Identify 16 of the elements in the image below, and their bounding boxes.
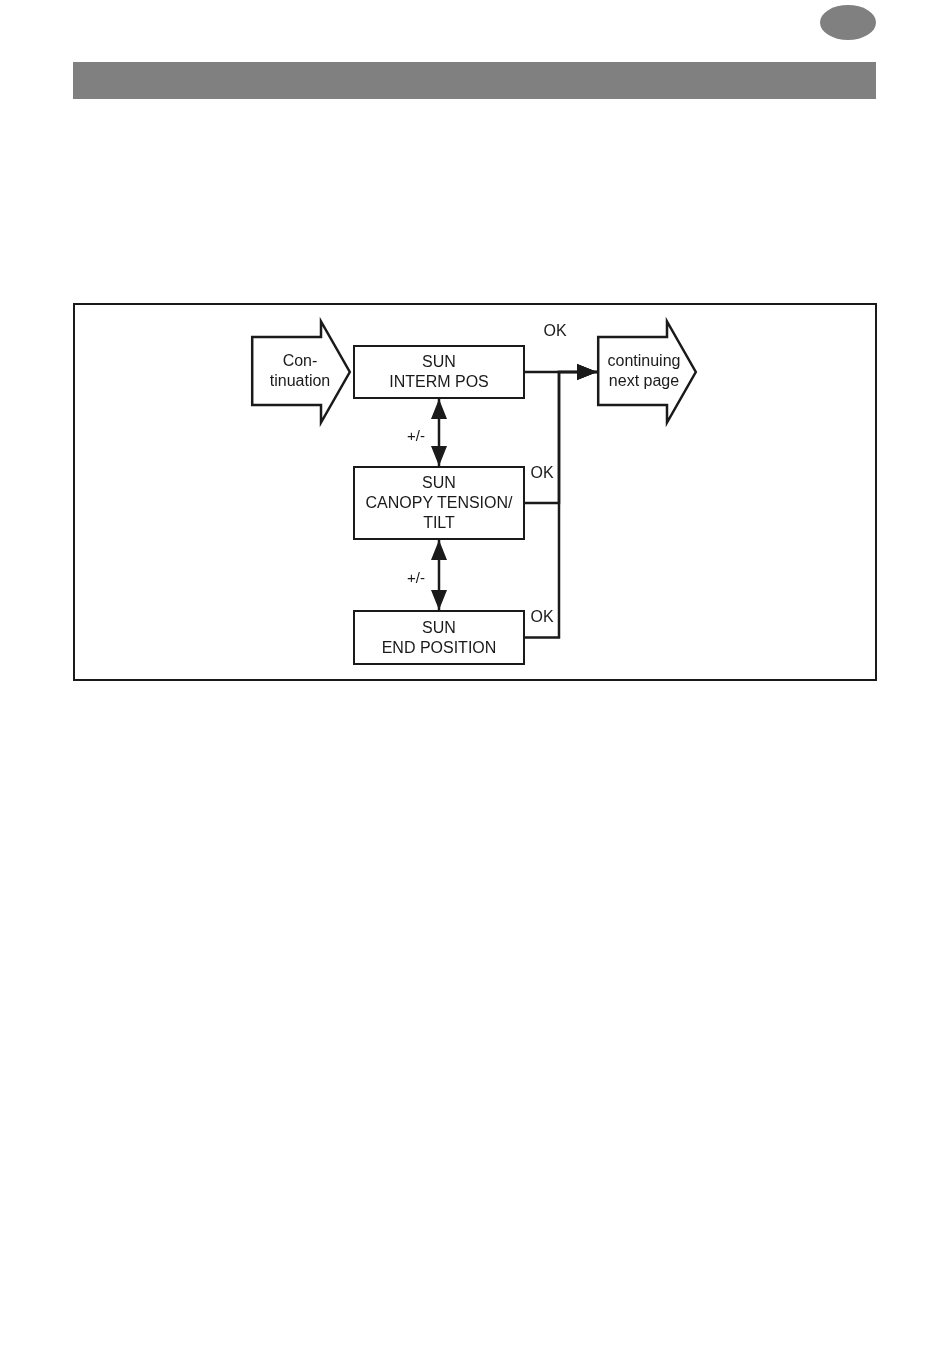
process-box <box>353 610 525 665</box>
heading-text: SUN <box>422 352 456 372</box>
connector-arrow <box>431 540 447 610</box>
connector-arrow <box>525 364 597 639</box>
connector-arrow <box>431 399 447 466</box>
process-box <box>353 345 525 399</box>
body-text: INTERM POS <box>389 372 489 392</box>
process-box <box>353 466 525 540</box>
heading-text: SUN <box>422 617 456 638</box>
block-arrow <box>597 320 697 424</box>
arrow-text: continuing next page <box>606 351 682 391</box>
heading-text: SUN <box>422 473 456 493</box>
body-text: CANOPY TENSION/ TILT <box>364 493 514 533</box>
block-arrow <box>251 320 351 424</box>
body-text: END POSITION <box>381 637 497 658</box>
arrow-text: Con- tinuation <box>268 351 332 391</box>
